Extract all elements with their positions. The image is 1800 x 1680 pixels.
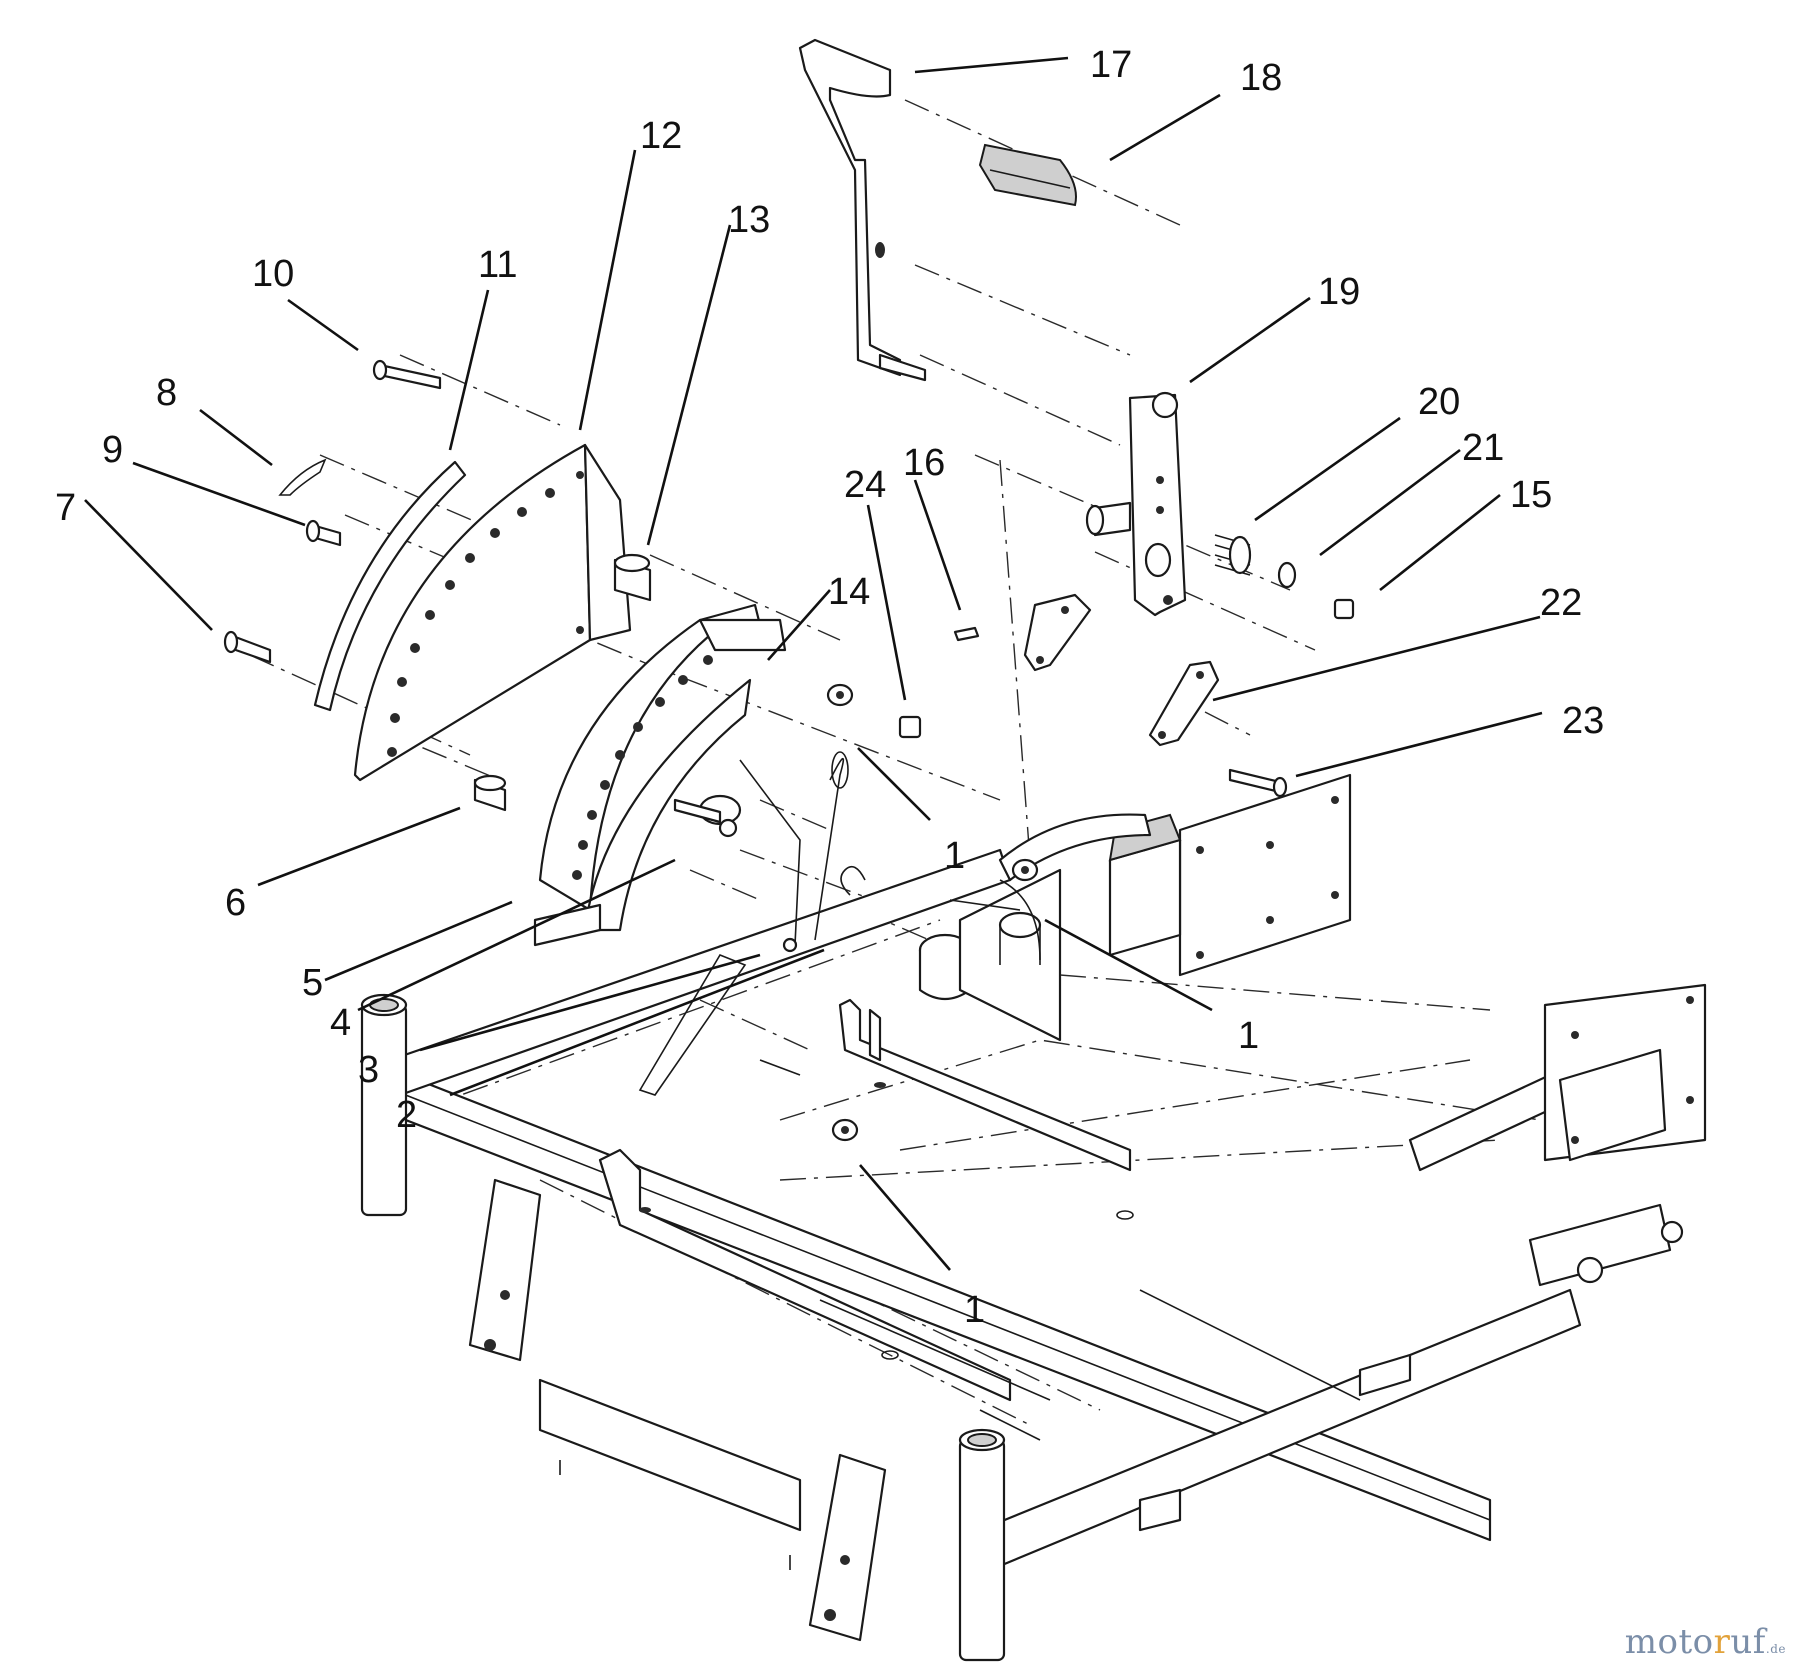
nut-1a (826, 683, 854, 707)
watermark-accent: r (1713, 1622, 1731, 1662)
callout-9: 9 (102, 429, 123, 471)
nut-1c (831, 1118, 859, 1142)
callouts: 17 18 12 13 10 11 19 20 8 21 9 24 16 15 … (55, 44, 1604, 1331)
nut-24 (898, 715, 922, 739)
watermark-rest: uf (1730, 1622, 1766, 1662)
callout-17: 17 (1090, 44, 1132, 86)
callout-23: 23 (1562, 700, 1604, 742)
rear-mount-plate (1528, 983, 1707, 1287)
callout-14: 14 (828, 571, 870, 613)
hanger-left (468, 1178, 542, 1362)
height-plate-inner (533, 603, 787, 947)
index-strip (313, 460, 467, 712)
bolt-9 (305, 519, 342, 547)
spacer-13 (613, 553, 652, 602)
callout-10: 10 (252, 253, 294, 295)
cable-knob (673, 751, 849, 953)
callout-11: 11 (478, 244, 517, 286)
callout-7: 7 (55, 487, 76, 529)
callout-15: 15 (1510, 474, 1552, 516)
callout-2: 2 (396, 1094, 417, 1136)
nut-1b (1011, 858, 1039, 882)
watermark-logo: motoruf.de (1625, 1622, 1786, 1662)
lift-mount-plate (998, 773, 1352, 977)
link-arm (1085, 391, 1187, 617)
callout-8: 8 (156, 372, 177, 414)
pivot-tube-unit (918, 868, 1062, 1042)
watermark-tld: .de (1765, 1642, 1786, 1656)
height-plate (353, 443, 632, 782)
link-plate-22 (1148, 660, 1220, 747)
pin-8 (278, 458, 327, 496)
watermark-main: moto (1624, 1622, 1714, 1662)
callout-24: 24 (844, 464, 886, 506)
callout-3: 3 (358, 1049, 379, 1091)
callout-12: 12 (640, 115, 682, 157)
callout-22: 22 (1540, 582, 1582, 624)
hanger-right (808, 1453, 887, 1642)
callout-1b: 1 (1238, 1015, 1259, 1057)
bolt-7 (223, 630, 272, 664)
leader-lines (84, 56, 1543, 1271)
callout-1a: 1 (944, 835, 965, 877)
callout-16: 16 (903, 442, 945, 484)
callout-1c: 1 (964, 1289, 985, 1331)
spacer-6 (473, 774, 507, 812)
callout-19: 19 (1318, 271, 1360, 313)
callout-20: 20 (1418, 381, 1460, 423)
callout-5: 5 (302, 962, 323, 1004)
clip-2 (840, 865, 866, 896)
callout-6: 6 (225, 882, 246, 924)
frame-post-left (360, 993, 408, 1217)
frame-post-front (958, 1428, 1006, 1662)
pedal-arm (798, 38, 927, 382)
link-plate-16 (953, 593, 1092, 672)
callout-18: 18 (1240, 57, 1282, 99)
foot-pad (978, 143, 1077, 207)
callout-21: 21 (1462, 427, 1504, 469)
bolt-23 (1228, 768, 1288, 798)
callout-4: 4 (330, 1002, 351, 1044)
bolt-10 (372, 359, 442, 390)
spring-washer-nut (1214, 534, 1355, 620)
center-bracket (598, 1148, 1361, 1441)
callout-13: 13 (728, 199, 770, 241)
